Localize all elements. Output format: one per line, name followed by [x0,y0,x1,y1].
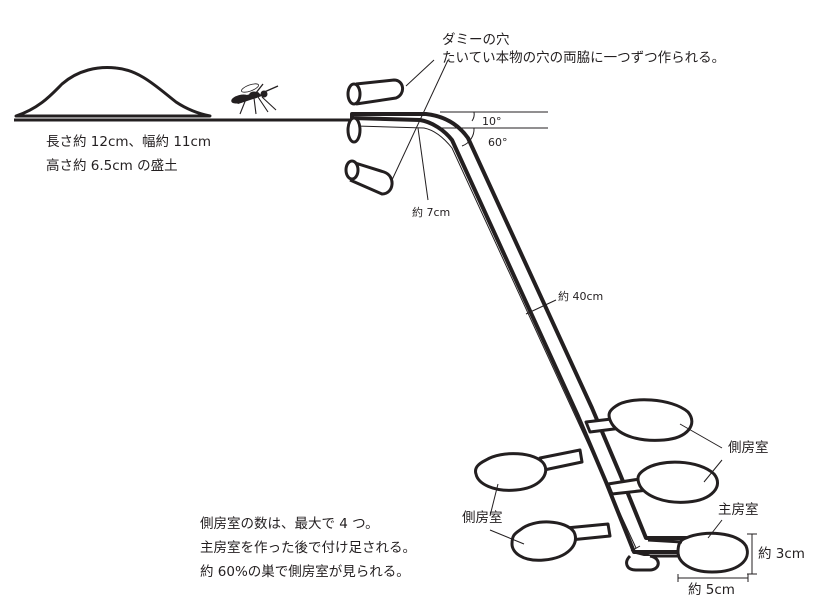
burrow-entrance [346,116,362,144]
leader-side-right-2 [703,459,723,483]
wasp-icon [231,83,279,115]
side-chamber-lower-left [510,520,612,562]
note-line-3: 約 60%の巣で側房室が見られる。 [200,564,410,580]
leader-side-right-1 [679,423,723,449]
side-chamber-label-right: 側房室 [728,440,769,456]
dummy-hole-upper [346,78,404,106]
side-chamber-upper-left [474,448,584,492]
dummy-hole-title: ダミーの穴 [442,32,510,48]
dummy-hole-lower [344,159,394,196]
note-line-2: 主房室を作った後で付け足される。 [200,540,416,556]
angle-arc-10 [471,111,475,122]
shaft-center-line [355,125,637,549]
main-chamber [676,531,749,574]
angle-10-label: 10° [482,115,502,128]
mound-height-label: 高さ約 6.5cm の盛土 [46,158,178,174]
leader-dummy-lower [391,59,449,181]
leader-main [707,519,723,539]
main-chamber-end [625,554,660,572]
soil-mound [14,66,212,118]
dimension-height [747,533,757,575]
main-chamber-neck-top [647,538,683,544]
dummy-hole-description: たいてい本物の穴の両脇に一つずつ作られる。 [442,50,726,66]
angle-60-label: 60° [488,136,508,149]
leader-side-left-2 [489,529,525,545]
segment-40cm-label: 約 40cm [558,290,604,303]
side-chamber-middle-right [606,460,720,504]
leader-side-left-1 [489,483,499,517]
mound-size-label: 長さ約 12cm、幅約 11cm [46,134,212,150]
leader-dummy-upper [405,59,435,87]
note-line-1: 側房室の数は、最大で 4 つ。 [200,516,379,532]
main-chamber-height-label: 約 3cm [758,546,805,562]
leader-40cm [525,299,557,315]
shaft-end-tick [630,545,641,552]
dimension-width [677,574,749,582]
angle-arc-60 [461,127,475,147]
segment-7cm-label: 約 7cm [412,206,451,219]
side-chamber-label-left: 側房室 [462,510,503,526]
main-chamber-width-label: 約 5cm [688,582,735,598]
leader-7cm [417,127,429,201]
side-chamber-upper-right [584,398,694,442]
main-chamber-label: 主房室 [718,502,759,518]
